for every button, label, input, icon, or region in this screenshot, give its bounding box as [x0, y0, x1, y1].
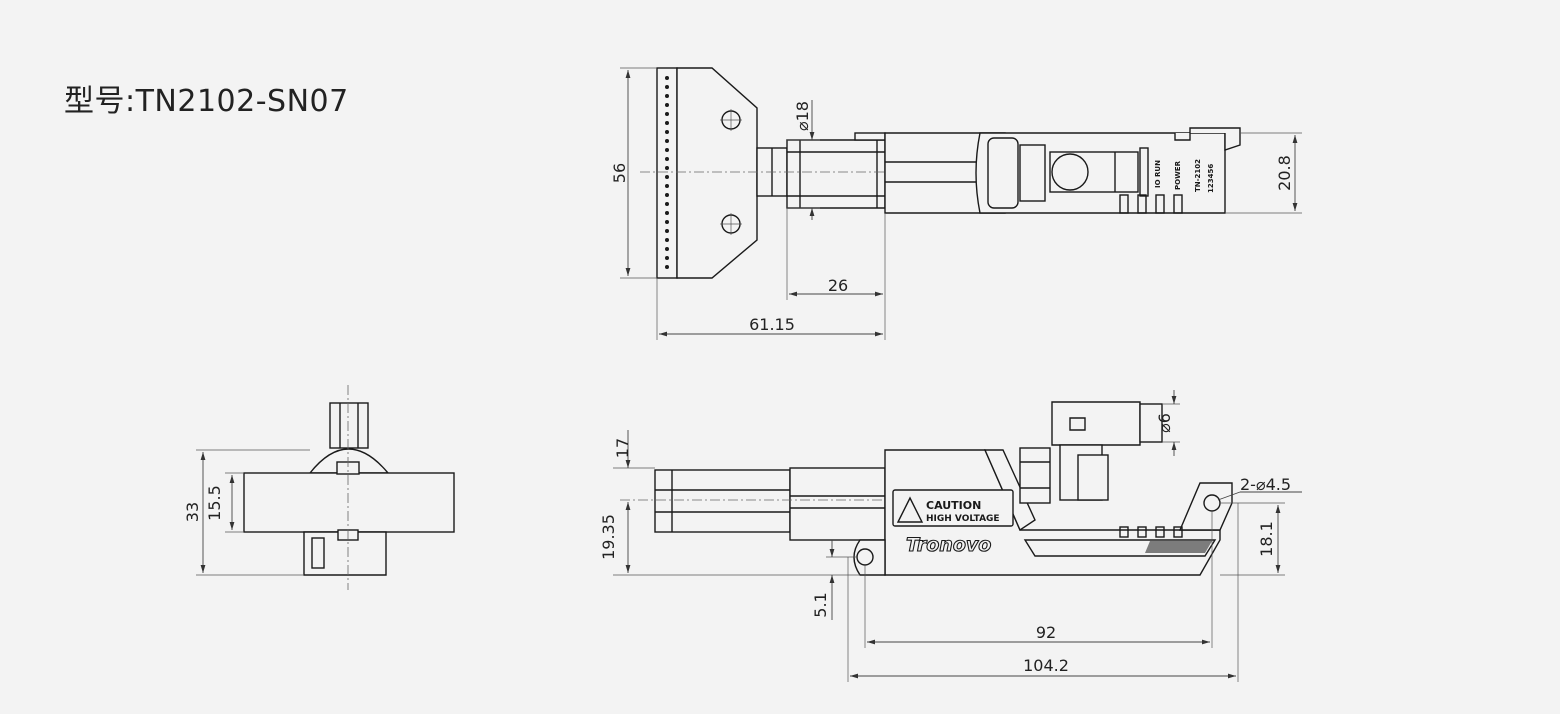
rear-hook	[1174, 127, 1241, 151]
end-dome	[308, 448, 390, 474]
caution-sticker	[892, 489, 1014, 527]
nozzle-hole	[665, 139, 669, 143]
nozzle-hole	[665, 229, 669, 233]
tube-cap	[854, 132, 886, 141]
nozzle-hole	[665, 211, 669, 215]
nozzle-hole	[665, 202, 669, 206]
nozzle-hole	[665, 265, 669, 269]
tube-body	[786, 139, 886, 209]
nozzle-hole	[665, 130, 669, 134]
model-code-label: TN-2102	[1194, 159, 1202, 192]
nozzle-hole	[665, 148, 669, 152]
side-connector	[1051, 401, 1141, 446]
nozzle-hole	[665, 94, 669, 98]
dim-92: 92	[1036, 623, 1056, 642]
side-ear-left	[853, 539, 886, 576]
dim-33: 33	[183, 502, 202, 522]
dim-61-15: 61.15	[749, 315, 795, 334]
nozzle-hole	[665, 193, 669, 197]
dim-20-8: 20.8	[1275, 155, 1294, 191]
io-run-label: IO RUN	[1154, 160, 1162, 188]
nozzle-hole	[665, 112, 669, 116]
nozzle-hole	[665, 256, 669, 260]
side-tab	[1178, 482, 1233, 531]
dim-19-35: 19.35	[599, 514, 618, 560]
connector-circle	[1051, 153, 1089, 191]
nozzle-hole	[665, 157, 669, 161]
dim-56: 56	[610, 163, 629, 183]
caution-label: CAUTION	[926, 499, 981, 512]
end-view: 33 15.5	[183, 385, 455, 590]
dim-5-1: 5.1	[811, 592, 830, 617]
dim-holes-4-5: 2-⌀4.5	[1240, 475, 1291, 494]
end-plate	[243, 472, 455, 533]
nozzle-hole	[665, 121, 669, 125]
nozzle-holes	[665, 76, 669, 269]
power-label: POWER	[1174, 160, 1182, 190]
dim-diameter-6: ⌀6	[1155, 413, 1174, 433]
rear-housing	[975, 132, 1226, 214]
top-view: IO RUN POWER TN-2102 123456 56 ⌀18 26 61…	[610, 67, 1302, 340]
dim-17: 17	[613, 438, 632, 458]
dim-15-5: 15.5	[205, 485, 224, 521]
dim-diameter-18: ⌀18	[793, 101, 812, 131]
nozzle-hole	[665, 166, 669, 170]
brand-label: Tronovo	[906, 534, 991, 556]
nozzle-hole	[665, 175, 669, 179]
dim-104-2: 104.2	[1023, 656, 1069, 675]
nozzle-hole	[665, 238, 669, 242]
model-title: 型号:TN2102-SN07	[64, 84, 349, 119]
nozzle-hole	[665, 220, 669, 224]
side-view: CAUTION HIGH VOLTAGE Tronovo 17 19.35 5.…	[599, 390, 1302, 682]
nozzle-hole	[665, 76, 669, 80]
side-nut	[1019, 447, 1051, 504]
high-voltage-label: HIGH VOLTAGE	[926, 514, 1000, 524]
nozzle-hole	[665, 103, 669, 107]
side-nozzle	[654, 469, 791, 533]
end-fitting	[329, 402, 369, 449]
dim-26: 26	[828, 276, 848, 295]
digits-label: 123456	[1207, 164, 1215, 193]
side-tube	[789, 467, 886, 541]
nozzle-plate	[656, 67, 678, 279]
flange-body	[676, 67, 758, 279]
nozzle-hole	[665, 184, 669, 188]
nozzle-hole	[665, 85, 669, 89]
nozzle-hole	[665, 247, 669, 251]
dim-18-1: 18.1	[1257, 521, 1276, 557]
warning-icon	[896, 496, 924, 523]
